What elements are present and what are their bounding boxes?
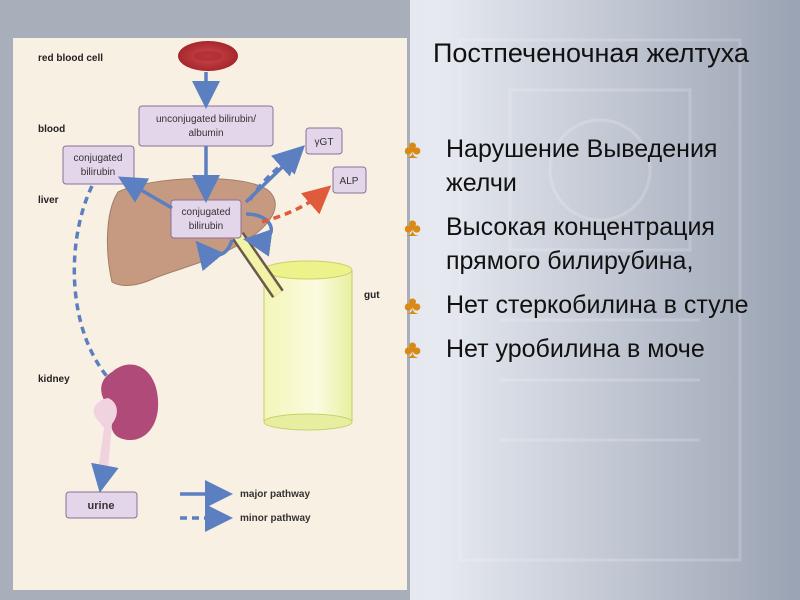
box-conjugated-bilirubin-blood: conjugated bilirubin — [62, 145, 135, 185]
box-ggt: γGT — [305, 127, 343, 155]
label-liver: liver — [38, 195, 59, 206]
label-kidney: kidney — [38, 374, 70, 385]
svg-text:γGT: γGT — [315, 137, 334, 148]
label-red-blood-cell: red blood cell — [38, 53, 103, 64]
gut-icon — [263, 260, 353, 431]
box-alp: ALP — [332, 166, 367, 194]
bullet-text: Нет уробилина в моче — [446, 335, 705, 363]
slide-title: Постпеченочная желтуха — [433, 38, 749, 68]
bullet-item: ♣ Нет стеркобилина в стуле — [404, 288, 794, 322]
svg-text:bilirubin: bilirubin — [81, 167, 115, 178]
svg-text:albumin: albumin — [188, 128, 223, 139]
kidney-icon — [93, 364, 159, 470]
bullet-text: Высокая концентрация прямого билирубина, — [446, 213, 715, 275]
bullet-item: ♣ Нет уробилина в моче — [404, 332, 794, 366]
box-urine: urine — [65, 491, 138, 519]
club-icon: ♣ — [404, 334, 422, 364]
label-blood: blood — [38, 124, 65, 135]
bullet-item: ♣ Высокая концентрация прямого билирубин… — [404, 210, 794, 278]
bullet-text: Нарушение Выведения желчи — [446, 135, 718, 197]
legend-major: major pathway — [240, 489, 310, 500]
box-conjugated-bilirubin-liver: conjugated bilirubin — [170, 199, 242, 239]
svg-text:urine: urine — [88, 500, 115, 512]
bullet-item: ♣ Нарушение Выведения желчи — [404, 132, 794, 200]
club-icon: ♣ — [404, 212, 422, 242]
svg-text:conjugated: conjugated — [74, 153, 123, 164]
box-unconjugated-bilirubin: unconjugated bilirubin/ albumin — [138, 105, 274, 147]
background-pattern — [458, 38, 742, 562]
club-icon: ♣ — [404, 290, 422, 320]
svg-text:unconjugated bilirubin/: unconjugated bilirubin/ — [156, 114, 256, 125]
alp-arrow — [261, 185, 332, 224]
bullet-text: Нет стеркобилина в стуле — [446, 291, 749, 319]
club-icon: ♣ — [404, 134, 422, 164]
bullet-list: ♣ Нарушение Выведения желчи ♣ Высокая ко… — [404, 132, 794, 376]
legend: major pathway minor pathway — [180, 480, 311, 532]
legend-minor: minor pathway — [240, 513, 311, 524]
svg-text:ALP: ALP — [340, 176, 359, 187]
major-pathway-arrows — [117, 72, 306, 272]
svg-text:conjugated: conjugated — [182, 207, 231, 218]
minor-pathway-arrows — [72, 147, 302, 493]
label-gut: gut — [364, 290, 380, 301]
svg-text:bilirubin: bilirubin — [189, 221, 223, 232]
